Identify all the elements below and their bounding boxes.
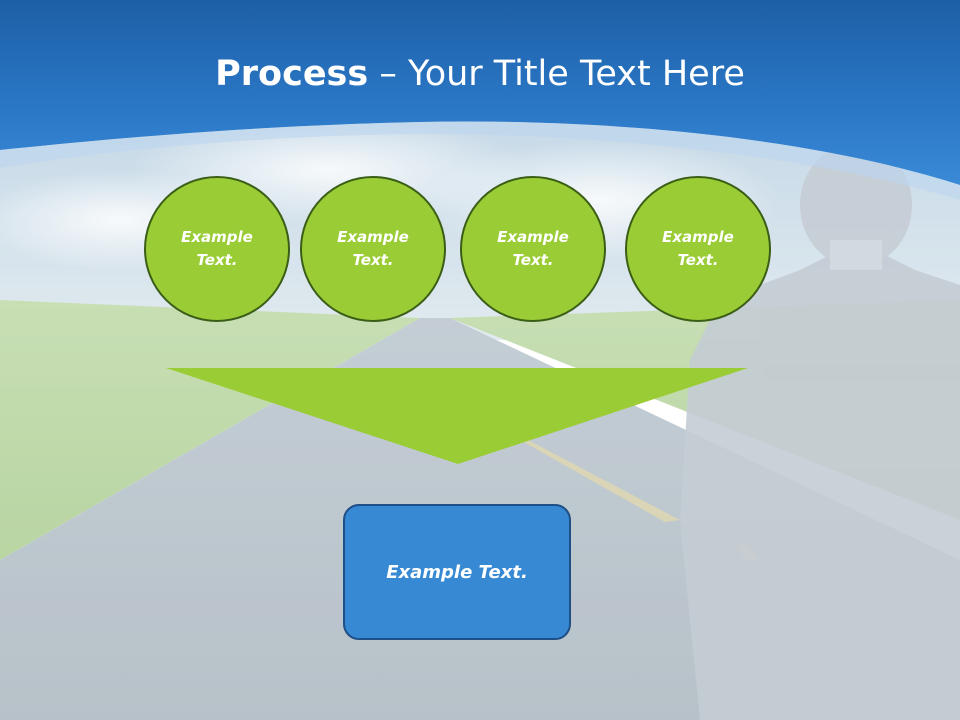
step-circle-2-text: Example Text. [337, 228, 409, 269]
step-circle-3-text: Example Text. [497, 228, 569, 269]
step-circle-1[interactable]: Example Text. [144, 176, 290, 322]
step-circle-1-text: Example Text. [181, 228, 253, 269]
title-rest: – Your Title Text Here [368, 54, 745, 94]
result-box-text: Example Text. [386, 561, 528, 583]
step-circle-4[interactable]: Example Text. [625, 176, 771, 322]
title-strong: Process [215, 54, 369, 94]
result-box[interactable]: Example Text. [343, 504, 571, 640]
step-circle-2[interactable]: Example Text. [300, 176, 446, 322]
step-circle-4-text: Example Text. [662, 228, 734, 269]
step-circle-3[interactable]: Example Text. [460, 176, 606, 322]
page-title: Process – Your Title Text Here [0, 52, 960, 96]
